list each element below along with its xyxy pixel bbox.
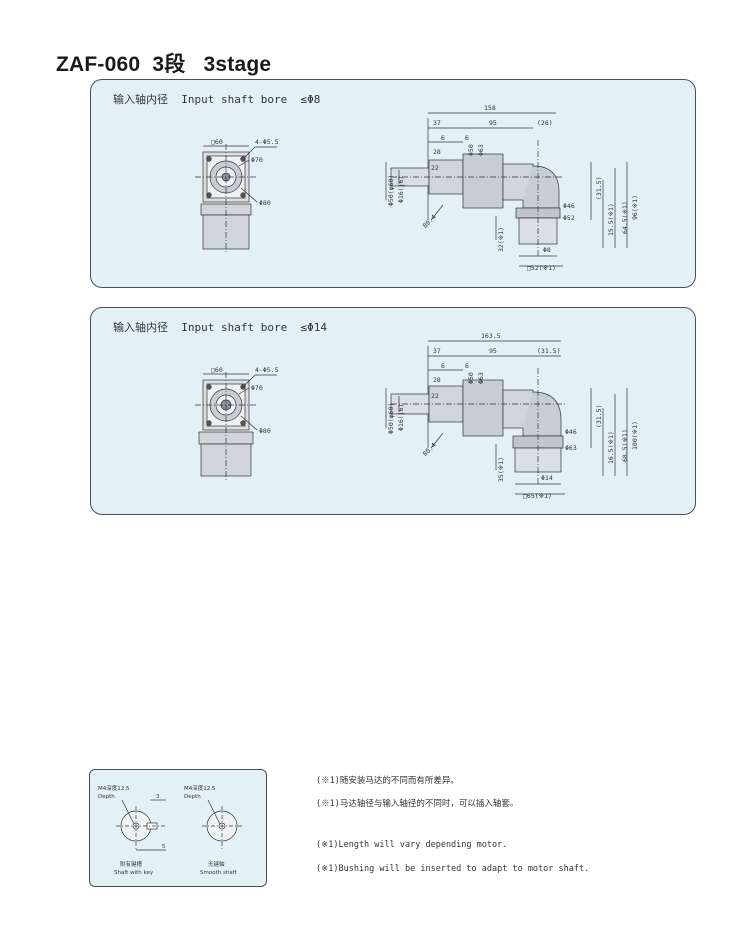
- left-od-dim: Φ50(φ60): [387, 175, 395, 206]
- front-view: [195, 372, 277, 480]
- drawing-panel-bore-8: 输入轴内径 Input shaft bore ≤Φ8: [90, 79, 696, 288]
- v1-dim: Φ50: [467, 144, 475, 156]
- drawing-panel-bore-14: 输入轴内径 Input shaft bore ≤Φ14: [90, 307, 696, 515]
- length-a-dim: 37: [433, 119, 441, 127]
- bottom-height-dim: 35(※1): [497, 457, 505, 482]
- key-label-cn: 附有键槽: [120, 860, 143, 868]
- v1-dim: Φ50: [467, 372, 475, 384]
- t4-dim: 22: [431, 392, 439, 400]
- square-dim: □65(※1): [523, 492, 552, 500]
- front-d2-dim: Φ80: [259, 427, 271, 435]
- shaft-type-panel: M4深度12.5 Depth 3 5 附有键槽 Shaft with key M…: [89, 769, 267, 887]
- t3-dim: 28: [433, 148, 441, 156]
- length-b-dim: 95: [489, 119, 497, 127]
- note-en-1: (※1)Length will vary depending motor.: [316, 840, 508, 850]
- h1-dim: (31.5): [595, 177, 603, 200]
- length-total-dim: 163.5: [481, 332, 501, 340]
- t2-dim: 6: [465, 362, 469, 370]
- front-square-dim: □60: [211, 366, 223, 374]
- smooth-depth-label: M4深度12.5: [184, 784, 216, 792]
- v2-dim: Φ63: [477, 144, 485, 156]
- front-d2-dim: Φ80: [259, 199, 271, 207]
- t2-dim: 6: [465, 134, 469, 142]
- d63-dim: Φ63: [565, 444, 577, 452]
- length-c-dim: (26): [537, 119, 553, 127]
- front-d1-dim: Φ70: [251, 384, 263, 392]
- left-od-dim: Φ50(φ60): [387, 403, 395, 434]
- front-square-dim: □60: [211, 138, 223, 146]
- h4-dim: 100(※1): [631, 421, 639, 450]
- front-d1-dim: Φ70: [251, 156, 263, 164]
- front-holes-dim: 4-Φ5.5: [255, 138, 279, 146]
- panel-title: 输入轴内径 Input shaft bore ≤Φ8: [113, 93, 321, 106]
- left-id-dim: Φ16(j6): [397, 176, 405, 203]
- d8-dim: Φ8: [543, 246, 551, 254]
- h1-dim: (31.5): [595, 405, 603, 428]
- panel-title: 输入轴内径 Input shaft bore ≤Φ14: [113, 321, 327, 334]
- key-depth-en: Depth: [98, 794, 115, 800]
- d52-dim: Φ52: [563, 214, 575, 222]
- h4-dim: 96(※1): [631, 195, 639, 220]
- length-b-dim: 95: [489, 347, 497, 355]
- technical-drawing: □60 4-Φ5.5 Φ70 Φ80 158 37 95 (26) 6 6 28…: [195, 104, 639, 272]
- v2-dim: Φ63: [477, 372, 485, 384]
- shaft-type-drawing: M4深度12.5 Depth 3 5 附有键槽 Shaft with key M…: [98, 784, 242, 876]
- page-title: ZAF-060 3段 3stage: [56, 53, 272, 76]
- side-view: [385, 112, 628, 267]
- note-cn-1: (※1)随安装马达的不同而有所差异。: [316, 776, 459, 786]
- front-holes-dim: 4-Φ5.5: [255, 366, 279, 374]
- t3-dim: 28: [433, 376, 441, 384]
- smooth-label-cn: 无键轴: [208, 860, 225, 868]
- bottom-left-dim: 80.4: [421, 441, 438, 458]
- smooth-label-en: Smooth shaft: [200, 870, 238, 876]
- length-a-dim: 37: [433, 347, 441, 355]
- front-view: [195, 144, 277, 252]
- smooth-depth-en: Depth: [184, 794, 201, 800]
- t4-dim: 22: [431, 164, 439, 172]
- h2-dim: 15.5(※1): [607, 203, 615, 236]
- note-en-2: (※1)Bushing will be inserted to adapt to…: [316, 864, 590, 874]
- bottom-height-dim: 32(※1): [497, 227, 505, 252]
- h3-dim: 68.5(※1): [621, 429, 629, 462]
- t1-dim: 6: [441, 134, 445, 142]
- d46-dim: Φ46: [565, 428, 577, 436]
- h3-dim: 64.5(※1): [621, 201, 629, 234]
- left-id-dim: Φ16(j6): [397, 404, 405, 431]
- key-depth-label: M4深度12.5: [98, 784, 130, 792]
- key-dim-b: 5: [162, 844, 166, 850]
- d46-dim: Φ46: [563, 202, 575, 210]
- key-dim-a: 3: [156, 794, 160, 800]
- side-view: [385, 340, 628, 495]
- d14-dim: Φ14: [541, 474, 553, 482]
- key-label-en: Shaft with key: [114, 870, 154, 876]
- h2-dim: 16.5(※1): [607, 431, 615, 464]
- length-c-dim: (31.5): [537, 347, 560, 355]
- technical-drawing: □60 4-Φ5.5 Φ70 Φ80 163.5 37 95 (31.5) 6 …: [195, 332, 639, 500]
- note-cn-2: (※1)马达轴径与输入轴径的不同时，可以插入轴套。: [316, 799, 519, 809]
- length-total-dim: 158: [484, 104, 496, 112]
- t1-dim: 6: [441, 362, 445, 370]
- bottom-left-dim: 80.4: [421, 213, 438, 230]
- square-dim: □52(※1): [527, 264, 556, 272]
